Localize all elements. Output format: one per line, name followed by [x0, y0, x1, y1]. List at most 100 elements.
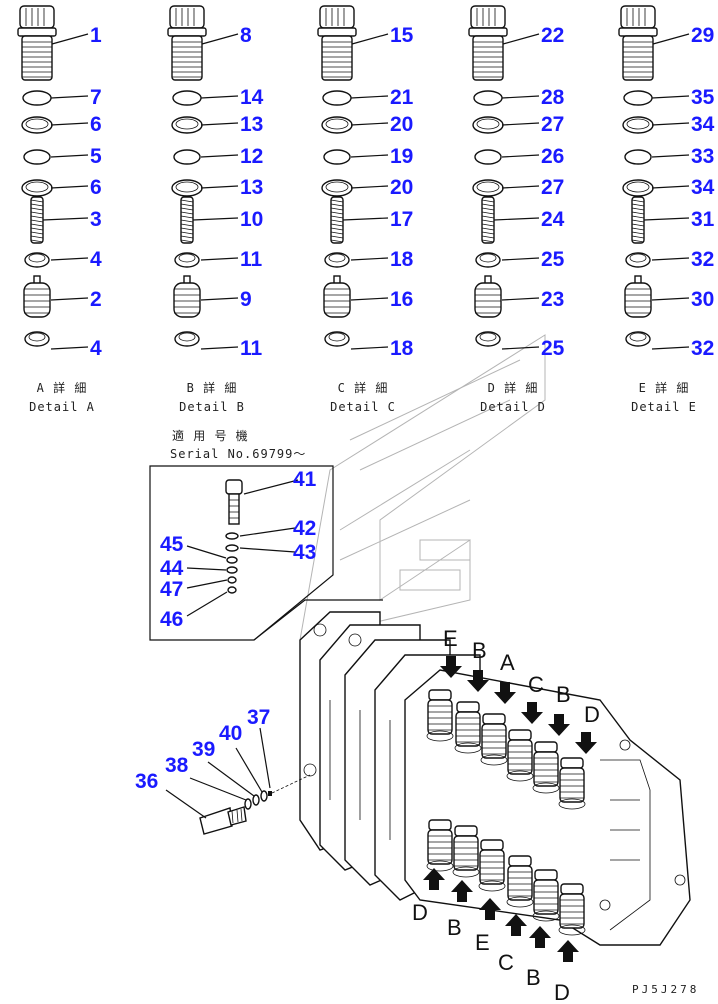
drawing-code: PJ5J278 [632, 983, 699, 996]
part-label: 19 [390, 145, 413, 168]
ring-39 [252, 794, 260, 806]
part-label: 34 [691, 176, 715, 199]
part-label: 27 [541, 113, 564, 136]
part-label: 20 [390, 113, 413, 136]
label-38: 38 [165, 754, 189, 777]
letter-top-e: E [443, 626, 458, 651]
part-label: 18 [390, 337, 414, 360]
cartridge-valve-icon [478, 839, 506, 892]
part-label: 2 [90, 288, 102, 311]
part-label: 32 [691, 337, 714, 360]
part-label: 12 [240, 145, 263, 168]
bolt-41 [225, 479, 243, 525]
inset-frame [149, 465, 334, 641]
oring-icon [23, 149, 51, 165]
valve-row-bottom [426, 819, 586, 936]
part-label: 25 [541, 248, 565, 271]
seat-icon [24, 252, 50, 268]
part-label: 29 [691, 24, 714, 47]
ring-45 [226, 556, 238, 564]
part-label: 7 [90, 86, 102, 109]
part-label: 34 [691, 113, 715, 136]
letter-bottom-b2: B [526, 965, 541, 990]
seat-icon [324, 331, 350, 347]
backup-ring-icon [171, 116, 203, 134]
label-36: 36 [135, 770, 158, 793]
part-label: 33 [691, 145, 714, 168]
arrow-down-icon [494, 682, 516, 704]
arrow-letters-top: E B A C B D [443, 626, 600, 727]
part-label: 23 [541, 288, 564, 311]
arrow-down-icon [440, 656, 462, 678]
seat-icon [174, 252, 200, 268]
seat-icon [625, 331, 651, 347]
cartridge-valve-icon [532, 741, 560, 794]
part-label: 15 [390, 24, 414, 47]
poppet-icon [624, 275, 652, 318]
part-label: 13 [240, 113, 263, 136]
cartridge-valve-icon [454, 701, 482, 754]
pin-37 [268, 791, 272, 796]
cartridge-valve-icon [506, 855, 534, 908]
label-41: 41 [293, 468, 317, 491]
cartridge-valve-icon [558, 883, 586, 936]
ring-40 [260, 790, 268, 802]
inset-serial: Serial No.69799～ [170, 447, 306, 461]
seat-icon [24, 331, 50, 347]
part-label: 3 [90, 208, 102, 231]
backup-ring-icon [21, 116, 53, 134]
part-label: 30 [691, 288, 714, 311]
arrow-up-icon [557, 940, 579, 962]
letter-top-a: A [500, 650, 515, 675]
label-42: 42 [293, 517, 316, 540]
label-46: 46 [160, 608, 183, 631]
arrow-down-icon [575, 732, 597, 754]
arrow-letters-bottom: D B E C B D [412, 900, 570, 1004]
part-label: 13 [240, 176, 263, 199]
part-label: 11 [240, 248, 263, 271]
cartridge-valve-icon [480, 713, 508, 766]
part-label: 6 [90, 113, 102, 136]
oring-icon [22, 90, 52, 106]
part-label: 8 [240, 24, 252, 47]
oring-icon [624, 149, 652, 165]
arrow-up-icon [479, 898, 501, 920]
arrow-down-icon [467, 670, 489, 692]
letter-top-b2: B [556, 682, 571, 707]
seat-icon [475, 331, 501, 347]
label-44: 44 [160, 557, 184, 580]
inset-detail: 適 用 号 機 Serial No.69799～ 41 42 43 45 44 … [149, 428, 383, 641]
poppet-icon [474, 275, 502, 318]
part-label: 6 [90, 176, 102, 199]
part-label: 25 [541, 337, 565, 360]
seat-icon [174, 331, 200, 347]
caption-e-jp: E 詳 細 [639, 380, 690, 395]
ring-46 [227, 586, 237, 594]
cartridge-icon [468, 5, 508, 81]
arrow-up-icon [423, 868, 445, 890]
poppet-icon [173, 275, 201, 318]
backup-ring-icon [171, 179, 203, 197]
caption-a-jp: A 詳 細 [37, 380, 88, 395]
plug-assembly: 37 40 39 38 36 [135, 706, 311, 835]
oring-icon [473, 90, 503, 106]
part-label: 21 [390, 86, 414, 109]
letter-top-d: D [584, 702, 600, 727]
letter-bottom-b: B [447, 915, 462, 940]
caption-c-jp: C 詳 細 [338, 380, 389, 395]
label-45: 45 [160, 533, 184, 556]
caption-b-jp: B 詳 細 [187, 380, 238, 395]
cartridge-valve-icon [532, 869, 560, 922]
arrows-bottom [423, 868, 579, 962]
cartridge-valve-icon [558, 757, 586, 810]
oring-icon [173, 149, 201, 165]
letter-top-b: B [472, 638, 487, 663]
backup-ring-icon [472, 179, 504, 197]
caption-c-en: Detail C [330, 400, 396, 414]
cartridge-icon [17, 5, 57, 81]
cartridge-valve-icon [506, 729, 534, 782]
